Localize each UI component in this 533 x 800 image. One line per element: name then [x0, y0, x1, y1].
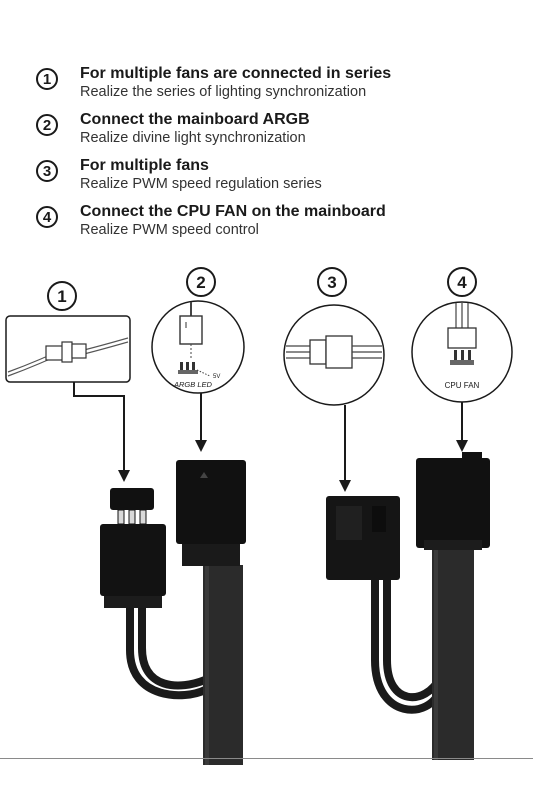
cpu-fan-label: CPU FAN	[445, 381, 480, 390]
inset-3-circle	[283, 304, 385, 406]
arrow-1	[73, 382, 130, 482]
legend-title-2: Connect the mainboard ARGB	[80, 111, 310, 128]
argb-splitter-cable	[100, 460, 246, 765]
legend-list: 1 For multiple fans are connected in ser…	[36, 62, 506, 246]
legend-item-2: 2 Connect the mainboard ARGB Realize div…	[36, 108, 506, 154]
legend-number-2: 2	[36, 114, 58, 136]
callout-2-number: 2	[196, 273, 205, 292]
legend-number-3: 3	[36, 160, 58, 182]
arrow-4	[456, 402, 468, 452]
legend-number-1: 1	[36, 68, 58, 90]
legend-subtitle-2: Realize divine light synchronization	[80, 130, 306, 146]
legend-title-4: Connect the CPU FAN on the mainboard	[80, 203, 386, 220]
inset-1-box	[5, 315, 131, 383]
legend-subtitle-1: Realize the series of lighting synchroni…	[80, 84, 367, 100]
legend-item-4: 4 Connect the CPU FAN on the mainboard R…	[36, 200, 506, 246]
legend-title-1: For multiple fans are connected in serie…	[80, 65, 392, 82]
callout-3-number: 3	[327, 273, 336, 292]
legend-item-1: 1 For multiple fans are connected in ser…	[36, 62, 506, 108]
argb-led-label: ARGB LED	[173, 380, 213, 389]
callout-1-number: 1	[57, 287, 66, 306]
legend-number-4: 4	[36, 206, 58, 228]
pwm-splitter-cable	[326, 452, 490, 760]
footer-divider	[0, 758, 533, 759]
callout-3: 3	[317, 267, 347, 297]
inset-4-circle: CPU FAN	[411, 301, 513, 403]
callout-4-number: 4	[457, 273, 467, 292]
legend-subtitle-3: Realize PWM speed regulation series	[80, 176, 322, 192]
legend-item-3: 3 For multiple fans Realize PWM speed re…	[36, 154, 506, 200]
arrow-3	[339, 405, 351, 492]
arrow-2	[195, 393, 207, 452]
callout-1: 1	[47, 281, 77, 311]
legend-subtitle-4: Realize PWM speed control	[80, 222, 259, 238]
callout-4: 4	[447, 267, 477, 297]
callout-2: 2	[186, 267, 216, 297]
pin-label-5v: 5V	[213, 374, 220, 380]
inset-2-circle: 5V ARGB LED	[151, 300, 245, 394]
legend-title-3: For multiple fans	[80, 157, 209, 174]
